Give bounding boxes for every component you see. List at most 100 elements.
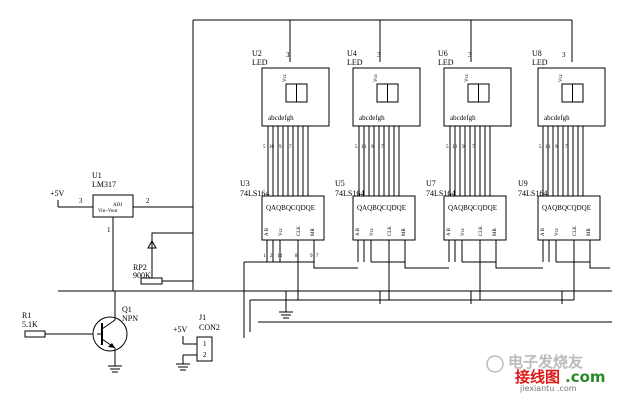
segment-bus-3 — [449, 126, 491, 196]
svg-text:abcdefgh: abcdefgh — [450, 114, 476, 122]
svg-text:MR: MR — [493, 228, 498, 236]
svg-text:CLK: CLK — [388, 226, 393, 236]
svg-text:5: 5 — [539, 145, 542, 150]
svg-text:.com: .com — [565, 368, 606, 386]
led-part: LED — [252, 58, 268, 67]
rp2-value: 900K — [133, 271, 151, 280]
svg-text:7: 7 — [565, 145, 568, 150]
svg-text:CLK: CLK — [573, 226, 578, 236]
svg-text:5: 5 — [446, 145, 449, 150]
q1-type: NPN — [122, 314, 138, 323]
led-vcc-pin: 3 — [468, 51, 472, 59]
svg-text:A B: A B — [265, 227, 270, 236]
register-part: 74LS164 — [426, 189, 455, 198]
q1-npn-transistor: Q1 NPN — [92, 291, 138, 373]
shift-register-u7: QAQBQCQDQE A B Vcc CLK MR U7 74LS164 — [426, 179, 507, 241]
lm317-wiring — [57, 200, 193, 291]
svg-text:5: 5 — [263, 145, 266, 150]
svg-text:14: 14 — [277, 254, 283, 259]
led-part: LED — [347, 58, 363, 67]
u1-part: LM317 — [92, 180, 116, 189]
watermark-logo: 电子发烧友 接线图 .com jiexiantu .com — [486, 353, 606, 393]
svg-text:abcdefgh: abcdefgh — [268, 114, 294, 122]
svg-text:3: 3 — [79, 197, 83, 205]
clock-line — [249, 299, 574, 332]
led-display-u8: Vcc abcdefgh U8 LED 3 — [532, 49, 606, 127]
register-ref: U9 — [518, 179, 528, 188]
svg-text:接线图: 接线图 — [515, 368, 560, 386]
lm317-regulator: Vin~Vout ADJ U1 LM317 3 2 1 — [79, 171, 150, 234]
svg-text:Vcc: Vcc — [279, 227, 284, 236]
rp2-ref: RP2 — [133, 263, 147, 272]
led-display-u6: Vcc abcdefgh U6 LED 3 — [438, 49, 512, 127]
svg-text:10: 10 — [452, 145, 458, 150]
svg-text:Vcc: Vcc — [283, 73, 288, 82]
svg-text:7: 7 — [381, 145, 384, 150]
svg-text:7: 7 — [472, 145, 475, 150]
svg-text:A B: A B — [541, 227, 546, 236]
j1-part: CON2 — [199, 323, 220, 332]
svg-text:9: 9 — [371, 145, 374, 150]
register-part: 74LS164 — [240, 189, 269, 198]
svg-text:7: 7 — [316, 254, 319, 259]
svg-text:7: 7 — [289, 145, 292, 150]
segment-bus-1 — [267, 126, 309, 196]
svg-text:Vcc: Vcc — [465, 73, 470, 82]
svg-text:QAQBQCQDQE: QAQBQCQDQE — [542, 204, 591, 212]
svg-text:8: 8 — [295, 254, 298, 259]
r1-resistor: R1 5.1K — [22, 311, 97, 338]
shift-register-u3: QAQBQCQDQE A B Vcc CLK MR U3 74LS164 — [240, 179, 325, 241]
supply-label: +5V — [50, 189, 65, 198]
svg-text:Vcc: Vcc — [559, 73, 564, 82]
svg-text:ADJ: ADJ — [113, 203, 122, 208]
svg-text:2: 2 — [146, 197, 150, 205]
svg-text:电子发烧友: 电子发烧友 — [508, 353, 583, 371]
register-chain-wires — [243, 261, 610, 338]
svg-text:2: 2 — [203, 351, 207, 359]
svg-text:1: 1 — [203, 340, 207, 348]
shift-register-u5: QAQBQCQDQE A B Vcc CLK MR U5 74LS164 — [335, 179, 416, 241]
svg-text:Vin~Vout: Vin~Vout — [98, 209, 118, 214]
svg-text:QAQBQCQDQE: QAQBQCQDQE — [266, 204, 315, 212]
svg-text:CLK: CLK — [479, 226, 484, 236]
svg-text:Vcc: Vcc — [461, 227, 466, 236]
j1-connector: 1 2 J1 CON2 +5V — [173, 313, 220, 371]
svg-text:MR: MR — [311, 228, 316, 236]
u1-ref: U1 — [92, 171, 102, 180]
shift-register-u9: QAQBQCQDQE A B Vcc CLK MR U9 74LS164 — [518, 179, 601, 241]
svg-text:abcdefgh: abcdefgh — [544, 114, 570, 122]
svg-text:5: 5 — [355, 145, 358, 150]
svg-text:Vcc: Vcc — [370, 227, 375, 236]
vcc-rail — [192, 19, 573, 290]
led-ref: U8 — [532, 49, 542, 58]
register-ref: U7 — [426, 179, 436, 188]
r1-ref: R1 — [22, 311, 31, 320]
register-pin-numbers: 1 2 14 8 9 7 — [263, 254, 319, 259]
register-part: 74LS164 — [518, 189, 547, 198]
svg-text:10: 10 — [361, 145, 367, 150]
svg-text:A B: A B — [447, 227, 452, 236]
led-part: LED — [438, 58, 454, 67]
q1-ref: Q1 — [122, 305, 132, 314]
svg-text:1: 1 — [107, 226, 111, 234]
led-vcc-pin: 3 — [562, 51, 566, 59]
svg-text:9: 9 — [279, 145, 282, 150]
svg-text:10: 10 — [545, 145, 551, 150]
led-ref: U2 — [252, 49, 262, 58]
svg-text:9: 9 — [462, 145, 465, 150]
led-display-u2: Vcc abcdefgh U2 LED 3 — [252, 49, 330, 127]
ground-symbol-main — [279, 306, 293, 319]
svg-text:MR: MR — [587, 228, 592, 236]
register-ref: U3 — [240, 179, 250, 188]
svg-text:Vcc: Vcc — [555, 227, 560, 236]
register-part: 74LS164 — [335, 189, 364, 198]
segment-bus-2 — [358, 126, 400, 196]
ground-bus — [58, 290, 612, 323]
svg-text:abcdefgh: abcdefgh — [359, 114, 385, 122]
svg-text:CLK: CLK — [297, 226, 302, 236]
led-vcc-pin: 3 — [286, 51, 290, 59]
register-bottom-pins — [266, 240, 591, 300]
